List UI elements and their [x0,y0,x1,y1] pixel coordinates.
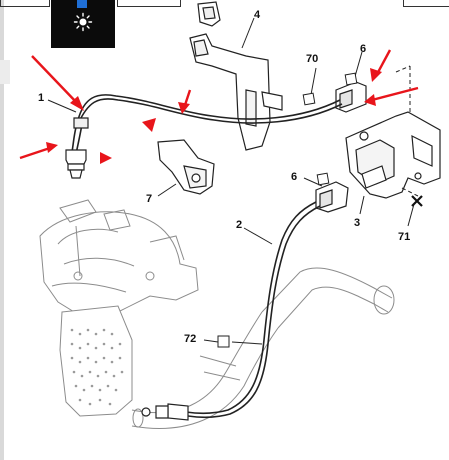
label-part-71: 71 [398,231,410,243]
bracket-part-4 [189,33,283,151]
accent-bar [77,0,87,8]
left-edge-divider [0,0,4,460]
label-part-4: 4 [254,9,261,21]
label-part-6-middle: 6 [291,171,297,183]
sun-icon [73,12,93,32]
label-part-70: 70 [306,53,318,65]
oxygen-sensor-2 [141,403,189,421]
leader-lines [47,17,419,345]
label-part-7: 7 [146,193,152,205]
clip-part-7 [157,139,215,195]
label-part-2: 2 [236,219,242,231]
label-part-1: 1 [38,92,44,104]
sensor-cable-1 [71,94,343,155]
catalytic-converter [59,305,133,417]
brightness-toggle-button[interactable] [51,0,115,48]
exhaust-manifold [39,199,199,319]
label-part-6-top: 6 [360,43,366,55]
clip-part [197,1,221,27]
red-arrows [19,49,419,164]
toolbar-fragment-right [117,0,181,7]
toolbar-fragment-left [0,0,50,7]
left-edge-shade [0,60,10,84]
label-part-72: 72 [184,333,196,345]
connector-6-middle [315,181,349,213]
oxygen-sensor-1 [65,117,89,179]
label-part-3: 3 [354,217,360,229]
connector-6-top [335,81,367,113]
bracket-part-3 [345,111,441,199]
cross-marker-71 [411,195,423,207]
sensor-cable-2 [185,201,321,419]
toolbar-fragment-far-right [403,0,449,7]
reference-squares [217,72,358,348]
